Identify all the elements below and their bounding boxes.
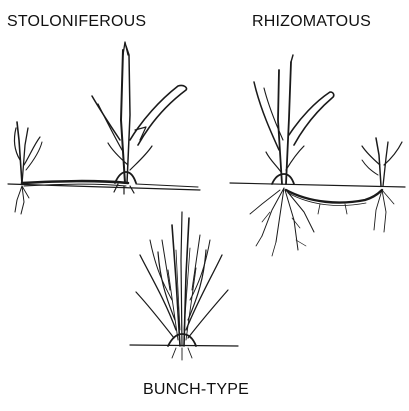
bunch-type-plant: [130, 212, 238, 360]
rhizomatous-plant: [230, 55, 405, 256]
stoloniferous-plant: [8, 42, 200, 214]
